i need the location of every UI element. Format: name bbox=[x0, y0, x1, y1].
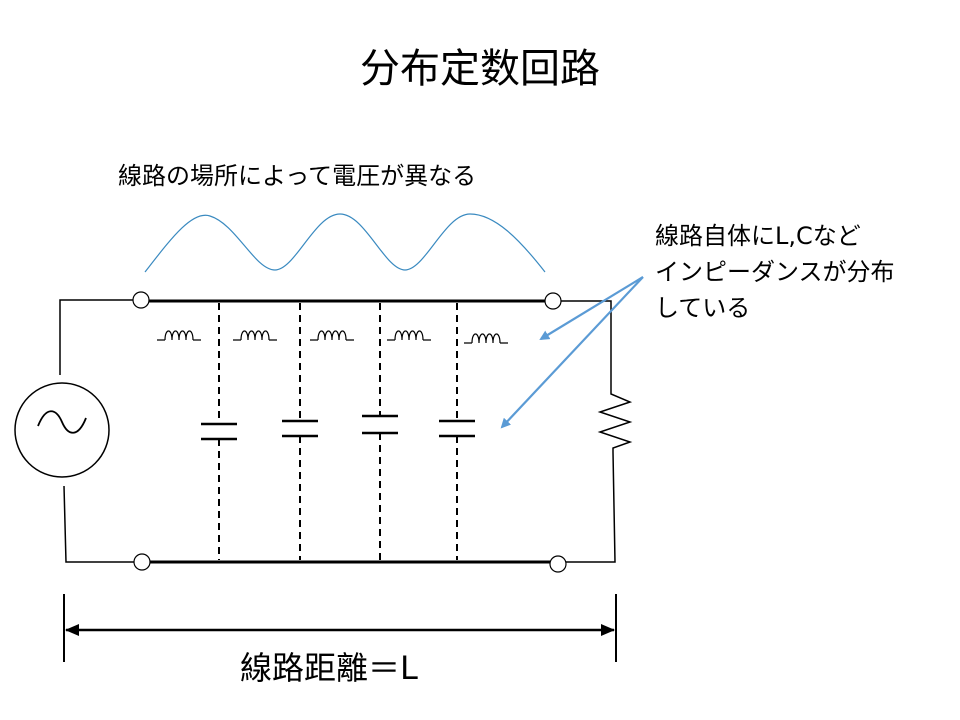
terminals bbox=[132, 291, 567, 573]
impedance-note-line-3: している bbox=[655, 294, 751, 322]
capacitor bbox=[362, 303, 398, 560]
load-resistor bbox=[597, 384, 633, 452]
sine-wave-icon bbox=[37, 410, 87, 434]
terminal-top-left bbox=[132, 291, 150, 309]
capacitor bbox=[439, 303, 475, 560]
impedance-note: 線路自体にL,Cなど インピーダンスが分布 している bbox=[655, 218, 895, 326]
terminal-bottom-right bbox=[549, 555, 567, 573]
inductor bbox=[463, 333, 509, 344]
distance-dimension bbox=[63, 594, 617, 662]
arrow-to-inductors bbox=[539, 276, 644, 341]
inductor bbox=[386, 330, 432, 341]
pointer-arrows bbox=[500, 276, 644, 429]
distributed-capacitors bbox=[201, 303, 475, 560]
distributed-inductors bbox=[156, 330, 509, 344]
left-wire bbox=[59, 299, 141, 563]
inductor bbox=[232, 330, 278, 341]
inductor bbox=[309, 330, 355, 341]
voltage-wave bbox=[144, 213, 546, 273]
line-distance-label: 線路距離＝L bbox=[240, 649, 418, 687]
terminal-top-right bbox=[544, 292, 562, 310]
ac-source bbox=[14, 382, 110, 478]
terminal-bottom-left bbox=[133, 553, 151, 571]
page-title: 分布定数回路 bbox=[360, 46, 600, 92]
voltage-note: 線路の場所によって電圧が異なる bbox=[118, 162, 477, 190]
right-wire bbox=[553, 300, 616, 563]
impedance-note-line-1: 線路自体にL,Cなど bbox=[655, 222, 861, 250]
impedance-note-line-2: インピーダンスが分布 bbox=[655, 258, 895, 286]
inductor bbox=[156, 330, 202, 341]
capacitor bbox=[201, 303, 237, 560]
capacitor bbox=[282, 303, 318, 560]
arrow-to-capacitors bbox=[500, 276, 644, 429]
